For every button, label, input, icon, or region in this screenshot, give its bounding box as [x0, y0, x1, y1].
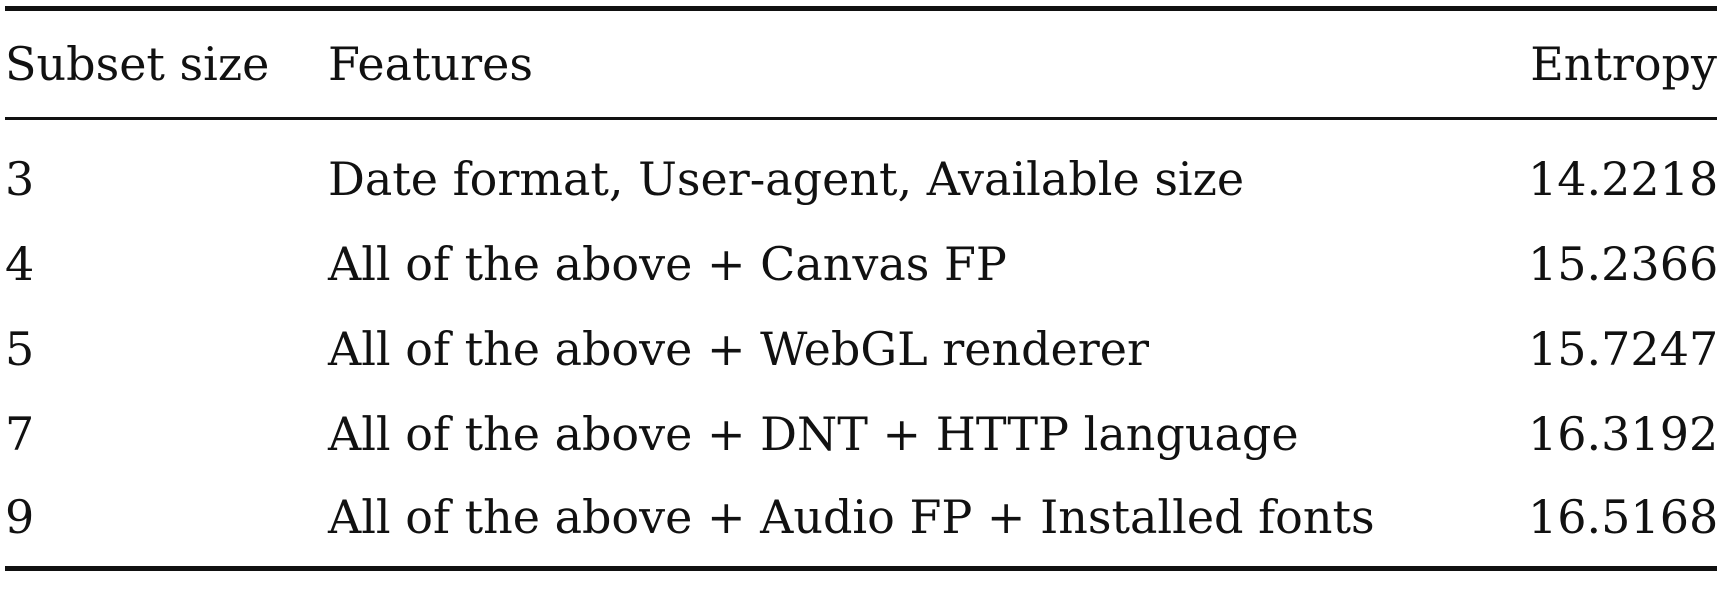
cell-features: All of the above + Canvas FP — [328, 236, 1007, 291]
table-rows: 3 Date format, User-agent, Available siz… — [5, 120, 1719, 566]
cell-subset-size: 5 — [5, 321, 35, 376]
cell-features: All of the above + DNT + HTTP language — [328, 406, 1299, 461]
cell-entropy: 14.2218 — [1528, 151, 1719, 206]
cell-subset-size: 3 — [5, 151, 35, 206]
table-row: 3 Date format, User-agent, Available siz… — [5, 120, 1719, 221]
mid-rule — [5, 117, 1717, 120]
top-rule — [5, 6, 1717, 11]
cell-features: Date format, User-agent, Available size — [328, 151, 1245, 206]
header-subset-size: Subset size — [5, 37, 270, 91]
cell-subset-size: 7 — [5, 406, 35, 461]
header-features: Features — [328, 37, 533, 91]
table-row: 7 All of the above + DNT + HTTP language… — [5, 391, 1719, 476]
cell-subset-size: 4 — [5, 236, 35, 291]
cell-subset-size: 9 — [5, 490, 35, 544]
table-row: 5 All of the above + WebGL renderer 15.7… — [5, 306, 1719, 391]
bottom-rule — [5, 566, 1717, 571]
cell-entropy: 16.3192 — [1528, 406, 1719, 461]
header-row: Subset size Features Entropy — [5, 11, 1717, 117]
header-entropy: Entropy — [1530, 37, 1717, 91]
entropy-table: Subset size Features Entropy 3 Date form… — [5, 6, 1719, 571]
table-row: 9 All of the above + Audio FP + Installe… — [5, 476, 1719, 566]
cell-entropy: 16.5168 — [1528, 490, 1719, 544]
cell-features: All of the above + Audio FP + Installed … — [328, 490, 1375, 544]
table-row: 4 All of the above + Canvas FP 15.2366 — [5, 221, 1719, 306]
cell-entropy: 15.2366 — [1528, 236, 1719, 291]
cell-features: All of the above + WebGL renderer — [328, 321, 1149, 376]
cell-entropy: 15.7247 — [1528, 321, 1719, 376]
table-body: Subset size Features Entropy — [5, 11, 1717, 117]
